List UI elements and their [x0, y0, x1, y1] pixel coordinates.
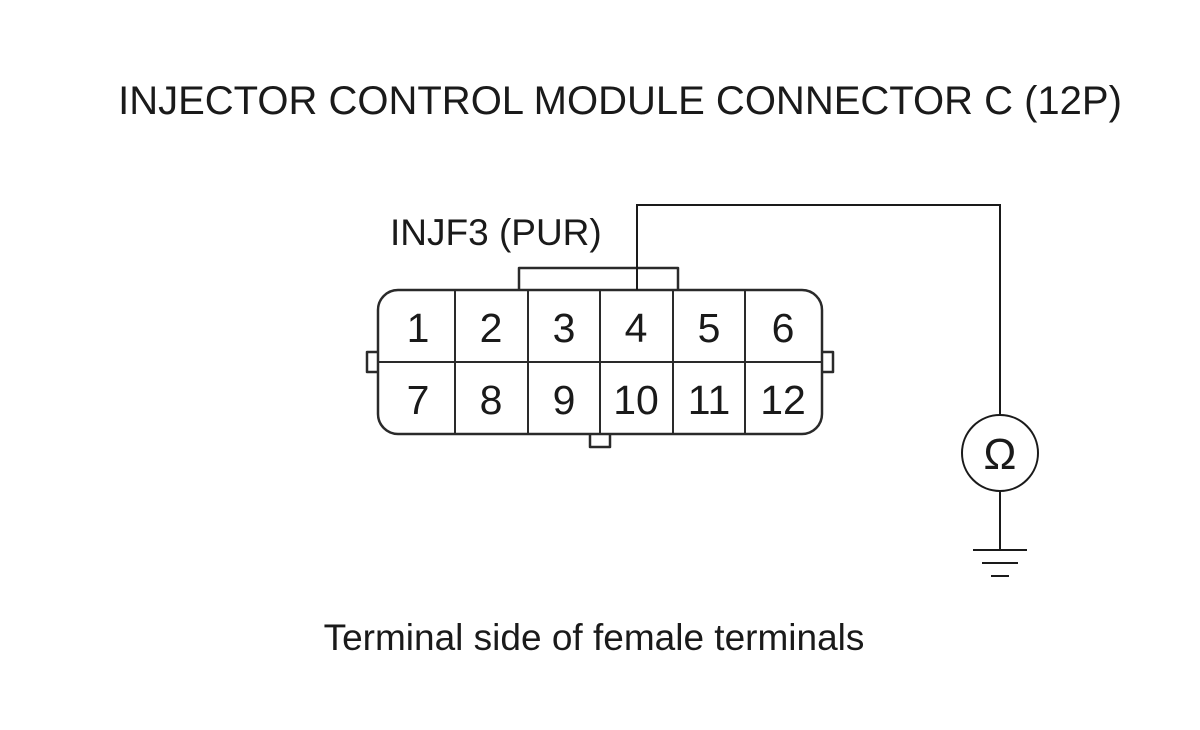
- connector-bottom-key: [588, 434, 612, 449]
- wire-label: INJF3 (PUR): [390, 212, 602, 253]
- connector-cavity-grid: [378, 290, 822, 434]
- connector-lock-tab: [517, 266, 680, 290]
- probe-wire: [636, 204, 1001, 414]
- ground-icon: [973, 491, 1027, 577]
- pin-4: 4: [625, 305, 648, 351]
- pin-7: 7: [407, 377, 430, 423]
- pin-5: 5: [698, 305, 721, 351]
- diagram-title: INJECTOR CONTROL MODULE CONNECTOR C (12P…: [118, 79, 1122, 123]
- pin-9: 9: [553, 377, 576, 423]
- connector-c-12p: 1 2 3 4 5 6 7 8 9 10 11 12: [365, 266, 835, 449]
- pin-6: 6: [772, 305, 795, 351]
- pin-1: 1: [407, 305, 430, 351]
- pin-3: 3: [553, 305, 576, 351]
- diagram-caption: Terminal side of female terminals: [324, 617, 865, 658]
- pin-12: 12: [760, 377, 806, 423]
- connector-right-latch: [822, 350, 835, 374]
- ohmmeter-symbol: Ω: [984, 430, 1017, 479]
- pin-8: 8: [480, 377, 503, 423]
- pin-2: 2: [480, 305, 503, 351]
- pin-10: 10: [613, 377, 659, 423]
- pin-11: 11: [688, 377, 731, 423]
- connector-left-latch: [365, 350, 378, 374]
- ohmmeter-icon: Ω: [961, 414, 1039, 492]
